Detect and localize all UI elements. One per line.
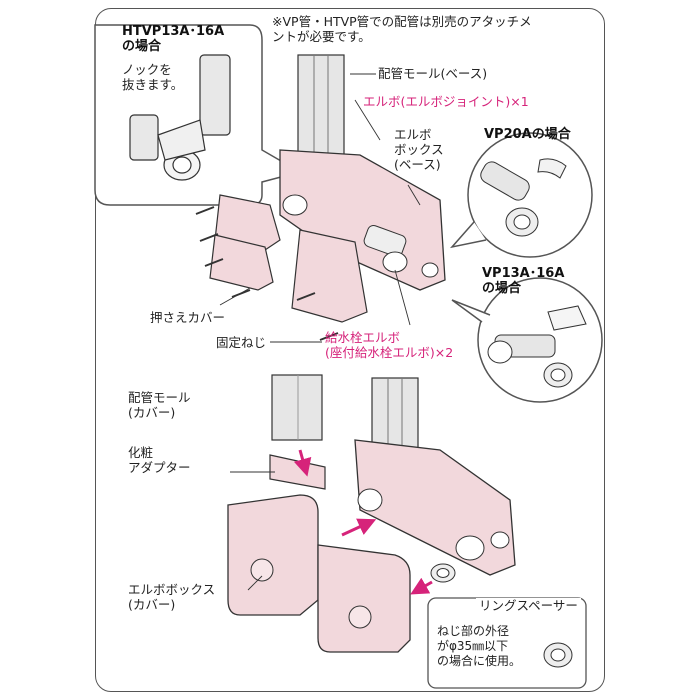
elbo-box-base-upper [279, 149, 446, 291]
note-text: ※VP管・HTVP管での配管は別売のアタッチメ ントが必要です。 [272, 14, 532, 44]
arrow-icon [293, 449, 433, 595]
pipe-mall-cover [271, 374, 323, 441]
faucet-elbo-label: 給水栓エルボ (座付給水栓エルボ)×2 [325, 330, 454, 360]
fixing-screw-label: 固定ねじ [216, 335, 267, 350]
screw-icon [195, 206, 339, 341]
ring-spacer-title: リングスペーサー [476, 598, 581, 613]
ring-spacer-note: ねじ部の外径 がφ35㎜以下 の場合に使用。 [437, 624, 522, 668]
decorative-adapter [269, 454, 326, 490]
ring-spacer-box [427, 597, 587, 689]
vp13a-label: VP13A･16A の場合 [482, 266, 565, 296]
elbo-box-base-lower [354, 439, 516, 576]
htvp-title: HTVP13A･16A の場合 [122, 24, 225, 54]
vp20a-label: VP20Aの場合 [484, 127, 571, 142]
elbo-box-cover-label: エルボボックス (カバー) [128, 582, 216, 612]
diagram-frame [95, 8, 605, 692]
pipe-mall-cover-label: 配管モール (カバー) [128, 390, 191, 420]
pipe-mall-base-label: 配管モール(ベース) [378, 66, 488, 81]
vp13a-detail-bubble [451, 277, 603, 403]
htvp-detail-bubble [94, 24, 302, 206]
elbo-box-base-label: エルボ ボックス (ベース) [394, 127, 444, 172]
press-cover-label: 押さえカバー [150, 310, 226, 325]
press-cover-parts [209, 194, 368, 323]
knock-instruction: ノックを 抜きます。 [122, 62, 184, 92]
elbo-joint-label: エルボ(エルボジョイント)×1 [363, 94, 529, 109]
vp20a-detail-bubble [449, 132, 593, 258]
elbo-box-cover [227, 494, 411, 653]
ring-spacer-part [430, 563, 456, 583]
htvp-fitting-part [129, 54, 231, 181]
decorative-adapter-label: 化粧 アダプター [128, 445, 191, 475]
leader-lines [219, 73, 421, 591]
